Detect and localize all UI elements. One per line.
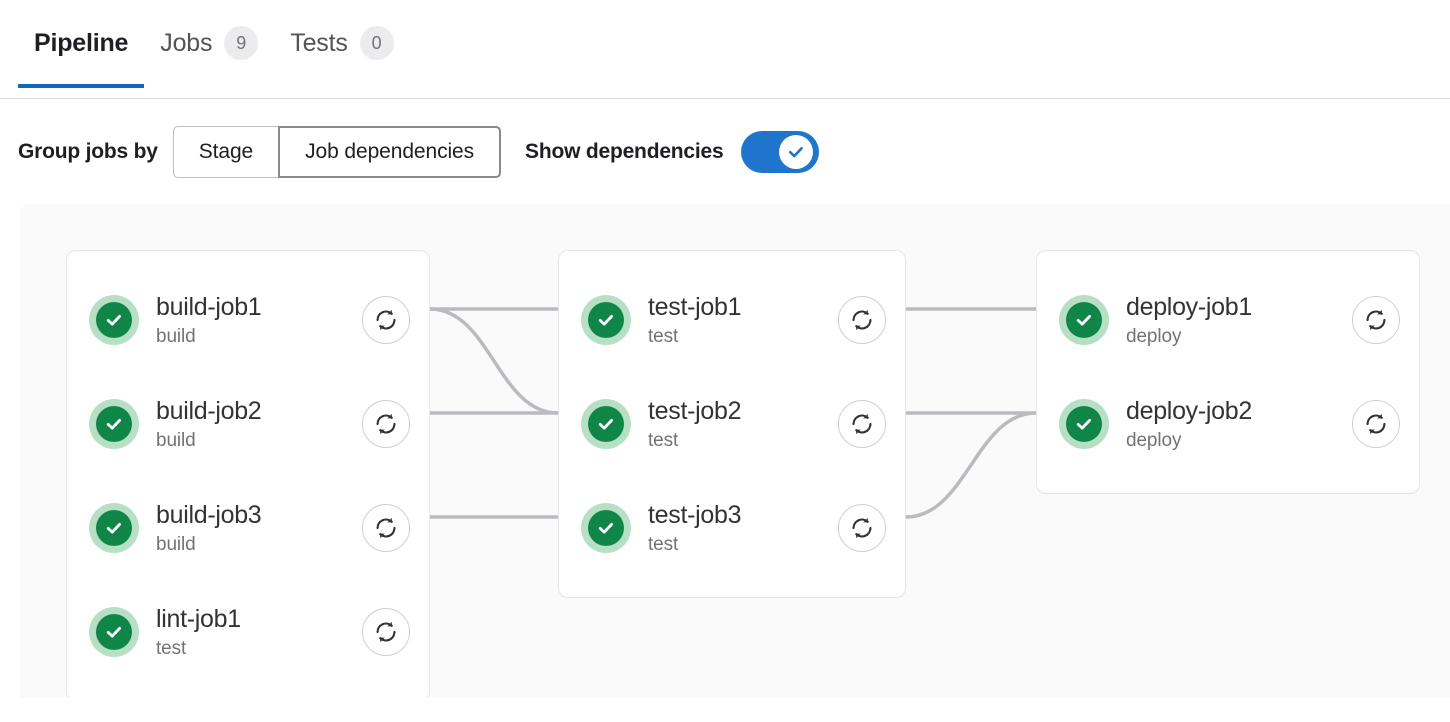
- job-text: lint-job1 test: [156, 604, 362, 659]
- job-stage: deploy: [1126, 325, 1182, 347]
- check-circle-icon: [1059, 399, 1109, 449]
- show-dependencies-toggle[interactable]: [740, 130, 819, 173]
- job-stage: test: [648, 429, 679, 451]
- job-text: test-job2 test: [648, 396, 838, 451]
- job-stage: test: [648, 325, 679, 347]
- group-by-stage-button[interactable]: Stage: [172, 125, 280, 178]
- toggle-knob: [778, 134, 813, 169]
- job-row-deploy-job2[interactable]: deploy-job2 deploy: [1037, 372, 1419, 476]
- retry-icon[interactable]: [362, 608, 410, 656]
- job-name: test-job1: [648, 292, 742, 321]
- check-circle-icon: [89, 503, 139, 553]
- job-name: test-job2: [648, 396, 742, 425]
- deploy-column: deploy-job1 deploy: [1036, 250, 1420, 494]
- job-row-build-job2[interactable]: build-job2 build: [67, 372, 429, 476]
- job-text: test-job3 test: [648, 500, 838, 555]
- job-name: lint-job1: [156, 604, 241, 633]
- job-name: build-job3: [156, 500, 262, 529]
- job-row-build-job1[interactable]: build-job1 build: [67, 268, 429, 372]
- tab-tests-badge: 0: [359, 26, 394, 60]
- job-row-deploy-job1[interactable]: deploy-job1 deploy: [1037, 268, 1419, 372]
- group-jobs-by-label: Group jobs by: [18, 139, 158, 163]
- check-icon: [788, 146, 803, 157]
- tab-pipeline[interactable]: Pipeline: [18, 28, 145, 88]
- job-name: build-job1: [156, 292, 262, 321]
- retry-icon[interactable]: [362, 296, 410, 344]
- tab-list: Pipeline Jobs 9 Tests 0: [18, 26, 410, 90]
- retry-icon[interactable]: [1352, 296, 1400, 344]
- job-row-test-job1[interactable]: test-job1 test: [559, 268, 905, 372]
- retry-icon[interactable]: [362, 504, 410, 552]
- tab-jobs-label: Jobs: [160, 28, 213, 57]
- group-jobs-by-segmented-control[interactable]: Stage Job dependencies: [172, 125, 502, 178]
- job-stage: build: [156, 533, 196, 555]
- job-name: test-job3: [648, 500, 742, 529]
- build-column: build-job1 build: [66, 250, 430, 698]
- show-dependencies-label: Show dependencies: [525, 139, 724, 163]
- job-text: build-job1 build: [156, 292, 362, 347]
- job-text: test-job1 test: [648, 292, 838, 347]
- pipeline-graph: build-job1 build: [20, 204, 1450, 698]
- job-text: build-job2 build: [156, 396, 362, 451]
- job-columns: build-job1 build: [20, 204, 1450, 698]
- job-stage: deploy: [1126, 429, 1182, 451]
- test-column: test-job1 test: [558, 250, 906, 598]
- job-text: deploy-job1 deploy: [1126, 292, 1352, 347]
- retry-icon[interactable]: [362, 400, 410, 448]
- retry-icon[interactable]: [1352, 400, 1400, 448]
- group-by-job-dependencies-button[interactable]: Job dependencies: [278, 125, 502, 178]
- check-circle-icon: [1059, 295, 1109, 345]
- job-row-build-job3[interactable]: build-job3 build: [67, 476, 429, 580]
- check-circle-icon: [89, 295, 139, 345]
- job-stage: build: [156, 325, 196, 347]
- job-stage: test: [156, 637, 187, 659]
- retry-icon[interactable]: [838, 504, 886, 552]
- tab-tests[interactable]: Tests 0: [274, 26, 409, 90]
- job-name: deploy-job2: [1126, 396, 1252, 425]
- tab-pipeline-label: Pipeline: [34, 28, 129, 57]
- job-stage: build: [156, 429, 196, 451]
- pipeline-tabbar: Pipeline Jobs 9 Tests 0: [0, 0, 1450, 99]
- check-circle-icon: [581, 399, 631, 449]
- check-circle-icon: [581, 295, 631, 345]
- check-circle-icon: [89, 607, 139, 657]
- tab-jobs-badge: 9: [224, 26, 259, 60]
- job-name: build-job2: [156, 396, 262, 425]
- retry-icon[interactable]: [838, 296, 886, 344]
- job-row-lint-job1[interactable]: lint-job1 test: [67, 580, 429, 684]
- graph-controls: Group jobs by Stage Job dependencies Sho…: [0, 99, 1450, 204]
- job-name: deploy-job1: [1126, 292, 1252, 321]
- job-row-test-job3[interactable]: test-job3 test: [559, 476, 905, 580]
- retry-icon[interactable]: [838, 400, 886, 448]
- tab-tests-label: Tests: [290, 28, 348, 57]
- job-text: deploy-job2 deploy: [1126, 396, 1352, 451]
- job-row-test-job2[interactable]: test-job2 test: [559, 372, 905, 476]
- job-text: build-job3 build: [156, 500, 362, 555]
- tab-jobs[interactable]: Jobs 9: [144, 26, 274, 90]
- job-stage: test: [648, 533, 679, 555]
- check-circle-icon: [581, 503, 631, 553]
- check-circle-icon: [89, 399, 139, 449]
